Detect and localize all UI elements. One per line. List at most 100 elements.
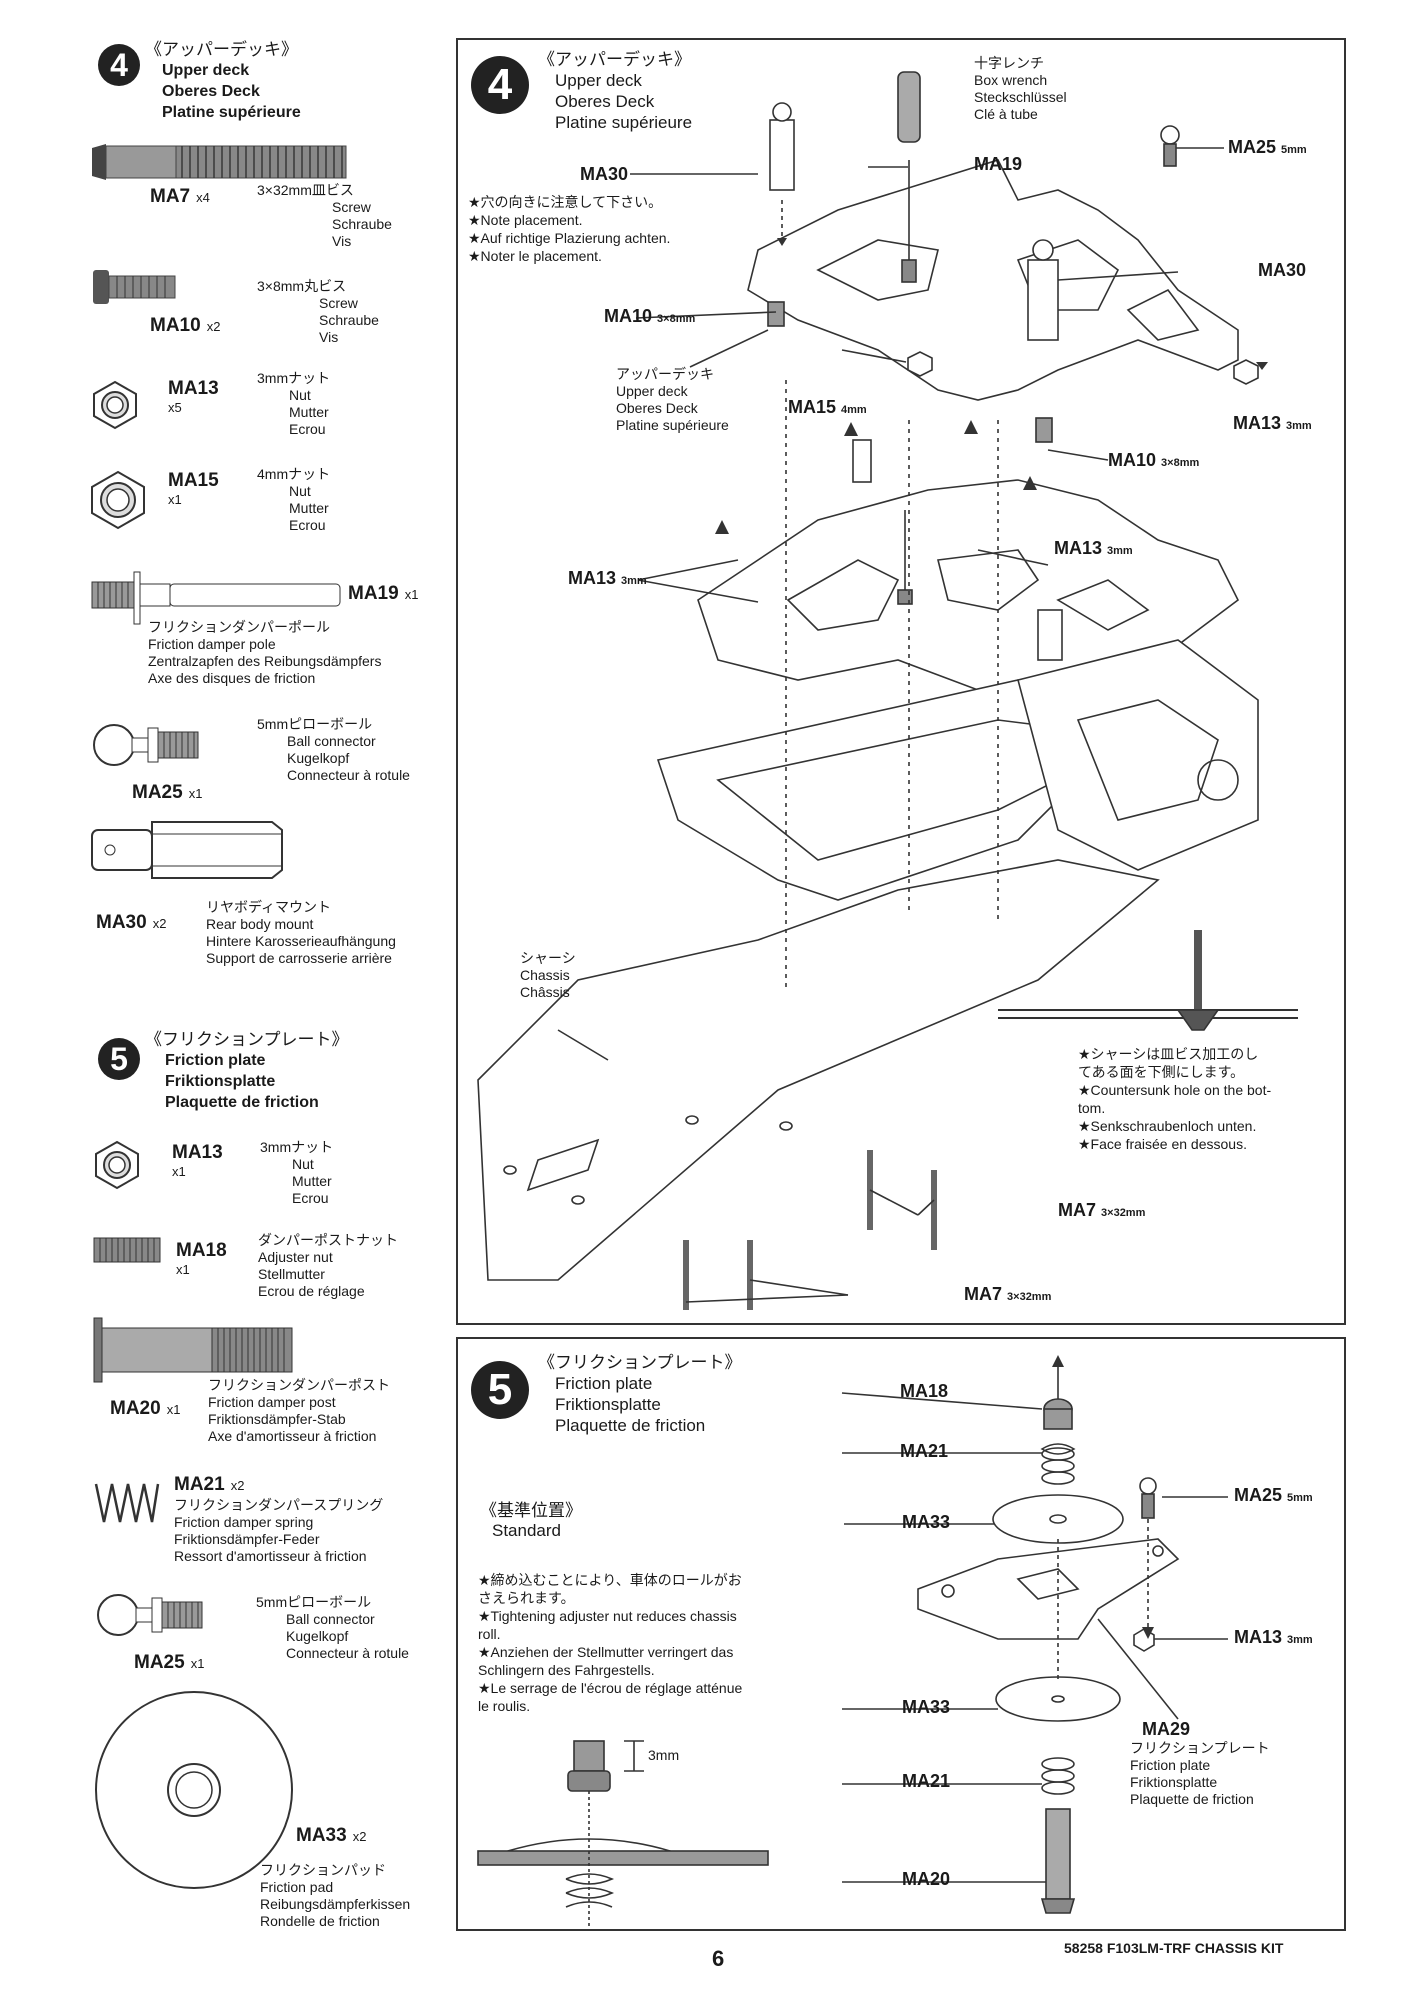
part-qty: x1: [168, 492, 182, 507]
desc-en: Nut: [289, 483, 311, 499]
part-qty: x5: [168, 400, 182, 415]
cs-note-line: tom.: [1078, 1100, 1106, 1116]
label-ma10: MA10 3×8mm: [604, 306, 695, 327]
part5-ma18-desc: ダンパーポストナット Adjuster nut Stellmutter Ecro…: [258, 1232, 398, 1300]
part-code: MA19: [348, 583, 399, 604]
ma7-screw-icon: [92, 144, 347, 180]
label-code: MA10: [1108, 450, 1157, 470]
desc-fr: Ecrou: [292, 1190, 329, 1206]
chassis-en: Chassis: [520, 967, 570, 983]
desc-en: Nut: [289, 387, 311, 403]
part-code: MA13: [168, 378, 219, 399]
label-code: MA13: [1233, 413, 1282, 433]
deck-en: Upper deck: [616, 383, 688, 399]
label-ma15: MA15 4mm: [788, 397, 867, 418]
desc-de: Stellmutter: [258, 1266, 325, 1282]
desc-en: Nut: [292, 1156, 314, 1172]
page-number: 6: [712, 1946, 725, 1971]
desc-fr: Ecrou: [289, 421, 326, 437]
part5-ma20-desc: フリクションダンパーポスト Friction damper post Frikt…: [208, 1377, 390, 1445]
desc-en: Rear body mount: [206, 916, 314, 932]
label-ma33: MA33: [902, 1512, 951, 1532]
label-size: 5mm: [1281, 144, 1307, 156]
desc-en: Friction damper post: [208, 1394, 336, 1410]
note-jp: ★穴の向きに注意して下さい。: [468, 194, 663, 210]
ma25-ball-icon: [97, 1594, 203, 1636]
title-fr: Platine supérieure: [162, 104, 301, 121]
cs-note-line: てある面を下側にします。: [1078, 1064, 1245, 1080]
label-ma18: MA18: [900, 1381, 949, 1401]
desc-en: Adjuster nut: [258, 1249, 333, 1265]
part-ma30-desc: リヤボディマウント Rear body mount Hintere Kaross…: [206, 899, 396, 967]
standard-en: Standard: [492, 1521, 561, 1540]
desc-fr: Ecrou: [289, 517, 326, 533]
label-ma13-mid: MA13 3mm: [1054, 538, 1133, 559]
label-ma21-lower: MA21: [902, 1771, 951, 1791]
title-en: Upper deck: [162, 62, 250, 79]
cs-note-line: ★Countersunk hole on the bot-: [1078, 1082, 1272, 1098]
label-code: MA13: [1234, 1627, 1283, 1647]
title-fr: Plaquette de friction: [555, 1416, 706, 1435]
label-ma7-lower: MA7 3×32mm: [964, 1284, 1051, 1305]
label-code: MA13: [1054, 538, 1103, 558]
desc-fr: Support de carrosserie arrière: [206, 950, 392, 966]
wrench-de: Steckschlüssel: [974, 89, 1067, 105]
step-5-diagram: 5 《フリクションプレート》 Friction plate Friktionsp…: [456, 1337, 1346, 1931]
title-jp: 《フリクションプレート》: [145, 1030, 349, 1049]
upper-deck-label: アッパーデッキ Upper deck Oberes Deck Platine s…: [616, 366, 729, 434]
part-qty: x4: [196, 190, 210, 205]
cs-note-line: ★Senkschraubenloch unten.: [1078, 1118, 1257, 1134]
desc-jp: 5mmピローボール: [257, 716, 373, 732]
part-qty: x1: [172, 1164, 186, 1179]
label-ma20: MA20: [902, 1869, 951, 1889]
dimension-label: 3mm: [648, 1747, 680, 1763]
plate-fr: Plaquette de friction: [1130, 1791, 1254, 1807]
label-code: MA10: [604, 306, 653, 326]
plate-jp: フリクションプレート: [1130, 1740, 1270, 1756]
wrench-en: Box wrench: [974, 72, 1048, 88]
label-ma13: MA13 3mm: [1234, 1627, 1313, 1648]
desc-de: Mutter: [292, 1173, 332, 1189]
desc-de: Kugelkopf: [287, 750, 350, 766]
cs-note-line: ★シャーシは皿ビス加工のし: [1078, 1046, 1259, 1062]
part5-ma13-desc: 3mmナット Nut Mutter Ecrou: [260, 1139, 333, 1207]
part-qty: x2: [206, 319, 221, 334]
desc-fr: Rondelle de friction: [260, 1913, 380, 1929]
ma13-nut-icon: [93, 380, 137, 430]
part-ma13-desc: 3mmナット Nut Mutter Ecrou: [257, 370, 330, 438]
step-4-diagram: 4 《アッパーデッキ》 Upper deck Oberes Deck Plati…: [456, 38, 1346, 1325]
part-code: MA33: [296, 1825, 347, 1846]
desc-de: Reibungsdämpferkissen: [260, 1896, 411, 1912]
part5-ma18: MA18 x1: [176, 1240, 227, 1277]
desc-jp: フリクションダンパーポスト: [208, 1377, 390, 1393]
desc-de: Hintere Karosserieaufhängung: [206, 933, 396, 949]
desc-fr: Connecteur à rotule: [287, 767, 410, 783]
part-code: MA25: [134, 1652, 185, 1673]
note-line: roll.: [478, 1626, 501, 1642]
ma15-nut-icon: [91, 470, 145, 530]
label-size: 3×8mm: [657, 313, 696, 325]
label-size: 3mm: [1287, 1634, 1313, 1646]
label-ma13-right: MA13 3mm: [1233, 413, 1312, 434]
note-line: さえられます。: [478, 1590, 575, 1606]
desc-jp: フリクションダンパースプリング: [174, 1497, 384, 1513]
part5-ma21-desc: フリクションダンパースプリング Friction damper spring F…: [174, 1497, 383, 1565]
desc-en: Screw: [332, 199, 371, 215]
ma20-post-icon: [93, 1317, 293, 1383]
desc-jp: 4mmナット: [257, 466, 331, 482]
chassis-label: シャーシ Chassis Châssis: [520, 950, 576, 1001]
desc-fr: Ressort d'amortisseur à friction: [174, 1548, 367, 1564]
label-size: 4mm: [841, 404, 867, 416]
label-ma25: MA25 5mm: [1234, 1485, 1313, 1506]
title-de: Oberes Deck: [162, 83, 260, 100]
chassis-fr: Châssis: [520, 984, 570, 1000]
title-fr: Plaquette de friction: [165, 1094, 319, 1111]
label-ma33-lower: MA33: [902, 1697, 951, 1717]
chassis-jp: シャーシ: [520, 950, 576, 966]
desc-fr: Connecteur à rotule: [286, 1645, 409, 1661]
desc-fr: Vis: [319, 329, 339, 345]
label-ma13-left: MA13 3mm: [568, 568, 647, 589]
title-en: Upper deck: [555, 71, 642, 90]
